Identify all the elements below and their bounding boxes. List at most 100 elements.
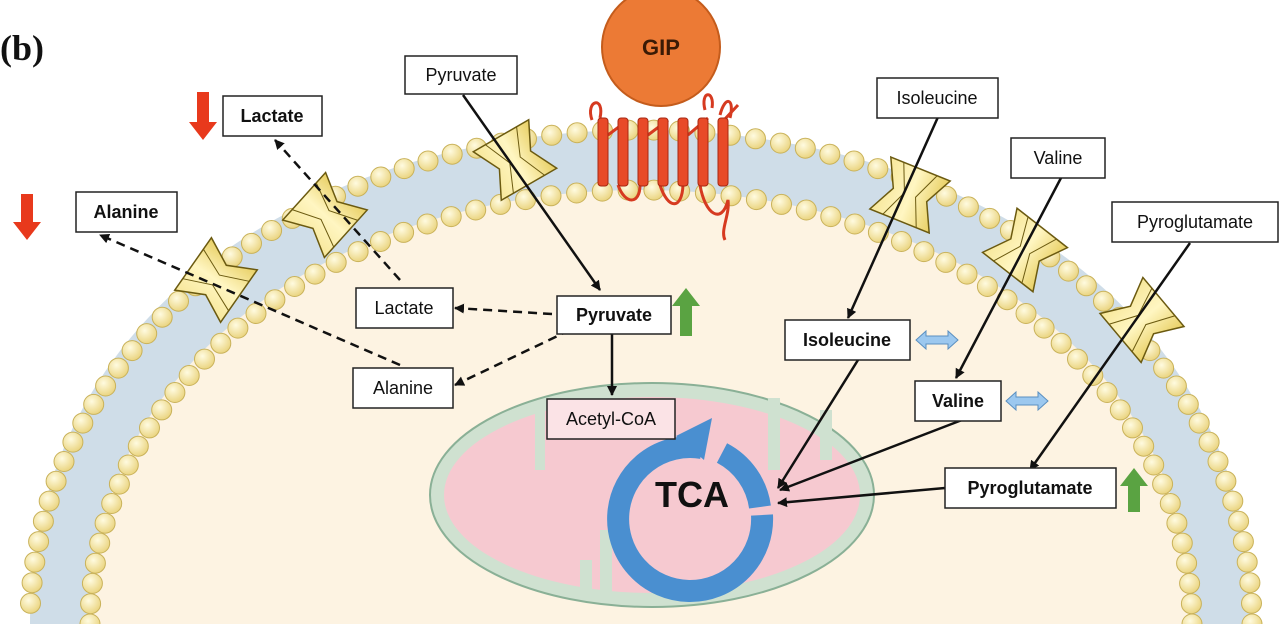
membrane-head: [24, 551, 46, 573]
membrane-head: [1179, 572, 1201, 594]
membrane-head: [261, 220, 283, 241]
membrane-head: [1082, 365, 1104, 386]
increase-arrow-pyruvate: [672, 288, 700, 336]
tca-label: TCA: [655, 474, 729, 515]
membrane-head: [1015, 303, 1037, 324]
int-lactate-label: Lactate: [374, 298, 433, 318]
ext-pyroglutamate-label: Pyroglutamate: [1137, 212, 1253, 232]
membrane-head: [1165, 375, 1187, 397]
arrow-pyruvate-in: [461, 94, 602, 291]
membrane-head: [241, 232, 262, 254]
gip-label: GIP: [642, 35, 680, 60]
membrane-head: [1153, 357, 1175, 379]
channel: [981, 206, 1069, 294]
arrow-pyruvate-alanine: [454, 328, 571, 387]
membrane-head: [979, 207, 1001, 229]
ext-pyroglutamate-box: Pyroglutamate: [1111, 201, 1279, 243]
membrane-head: [1093, 290, 1114, 312]
membrane-head: [84, 552, 106, 574]
membrane-head: [540, 185, 562, 207]
ext-valine-label: Valine: [1034, 148, 1083, 168]
int-valine-box: Valine: [914, 380, 1002, 422]
membrane-head: [194, 348, 215, 370]
arrows: [461, 94, 1192, 508]
membrane-head: [1143, 454, 1165, 476]
membrane-head: [1058, 260, 1079, 282]
membrane-head: [465, 199, 487, 221]
cristae: [768, 398, 780, 470]
membrane-head: [1207, 451, 1229, 472]
membrane-head: [1075, 275, 1097, 297]
membrane-head: [1133, 435, 1155, 457]
membrane-head: [771, 193, 792, 215]
membrane-head: [62, 431, 84, 453]
membrane-head: [1096, 382, 1118, 403]
membrane-head: [178, 365, 200, 386]
gip-ligand: GIP: [601, 0, 721, 107]
membrane-head: [325, 251, 347, 273]
membrane-head: [151, 399, 173, 421]
arrow-pyroglutamate-tca: [777, 486, 946, 508]
tca-cycle: TCA: [607, 418, 774, 602]
membrane-head: [1188, 412, 1210, 434]
ext-isoleucine-box: Isoleucine: [876, 77, 999, 119]
int-isoleucine-box: Isoleucine: [784, 319, 911, 361]
membrane-head: [139, 417, 160, 439]
membrane-head: [1171, 532, 1193, 554]
dashed-arrows: [99, 139, 571, 387]
membrane-head: [956, 263, 978, 285]
membrane-head: [370, 166, 392, 188]
membrane-head: [1050, 332, 1072, 354]
int-alanine-label: Alanine: [373, 378, 433, 398]
ext-isoleucine-label: Isoleucine: [896, 88, 977, 108]
membrane-head: [1198, 431, 1220, 453]
acetylcoa-label: Acetyl-CoA: [566, 409, 656, 429]
int-pyroglutamate-label: Pyroglutamate: [967, 478, 1092, 498]
ext-pyruvate-box: Pyruvate: [404, 55, 518, 95]
membrane-head: [867, 158, 889, 180]
membrane-head: [245, 303, 267, 324]
int-pyruvate-label: Pyruvate: [576, 305, 652, 325]
membrane-head: [81, 572, 103, 594]
membrane-head: [820, 206, 842, 228]
arrow-lactate-out: [274, 139, 401, 281]
acetylcoa-box: Acetyl-CoA: [546, 398, 676, 440]
membrane-head: [819, 143, 841, 165]
arrow-valine-tca: [779, 418, 963, 492]
arrow-isoleucine-tca: [776, 359, 860, 489]
arrow-alanine-out: [99, 233, 401, 367]
arrow-isoleucine-in: [846, 116, 940, 319]
membrane-head: [227, 317, 249, 339]
channel: [281, 171, 369, 259]
membrane-head: [1236, 551, 1258, 573]
membrane-head: [304, 263, 326, 285]
membrane-head: [20, 592, 41, 614]
ext-pyruvate-label: Pyruvate: [425, 65, 496, 85]
membrane-head: [417, 150, 439, 172]
cristae: [580, 560, 592, 598]
decrease-arrow-alanine: [13, 194, 41, 240]
membrane-head: [168, 290, 189, 312]
membrane-head: [1180, 593, 1202, 615]
membrane-head: [794, 137, 816, 159]
membrane-head: [80, 593, 102, 615]
membrane-head: [83, 393, 105, 415]
panel-label: (b): [0, 28, 44, 68]
membrane-head: [101, 493, 123, 514]
membrane-head: [393, 158, 415, 180]
membrane-head: [95, 375, 117, 397]
membrane-head: [566, 122, 588, 144]
membrane-head: [45, 470, 67, 492]
membrane-head: [1176, 552, 1198, 574]
cristae: [600, 530, 612, 600]
membrane-head: [843, 150, 865, 172]
membrane-head: [151, 306, 173, 328]
membrane-head: [1215, 470, 1237, 492]
membrane-head: [1166, 512, 1188, 534]
cristae: [535, 410, 545, 470]
membrane-head: [416, 213, 438, 235]
membrane-head: [541, 124, 563, 146]
membrane-head: [566, 182, 588, 204]
membrane-head: [284, 276, 306, 297]
